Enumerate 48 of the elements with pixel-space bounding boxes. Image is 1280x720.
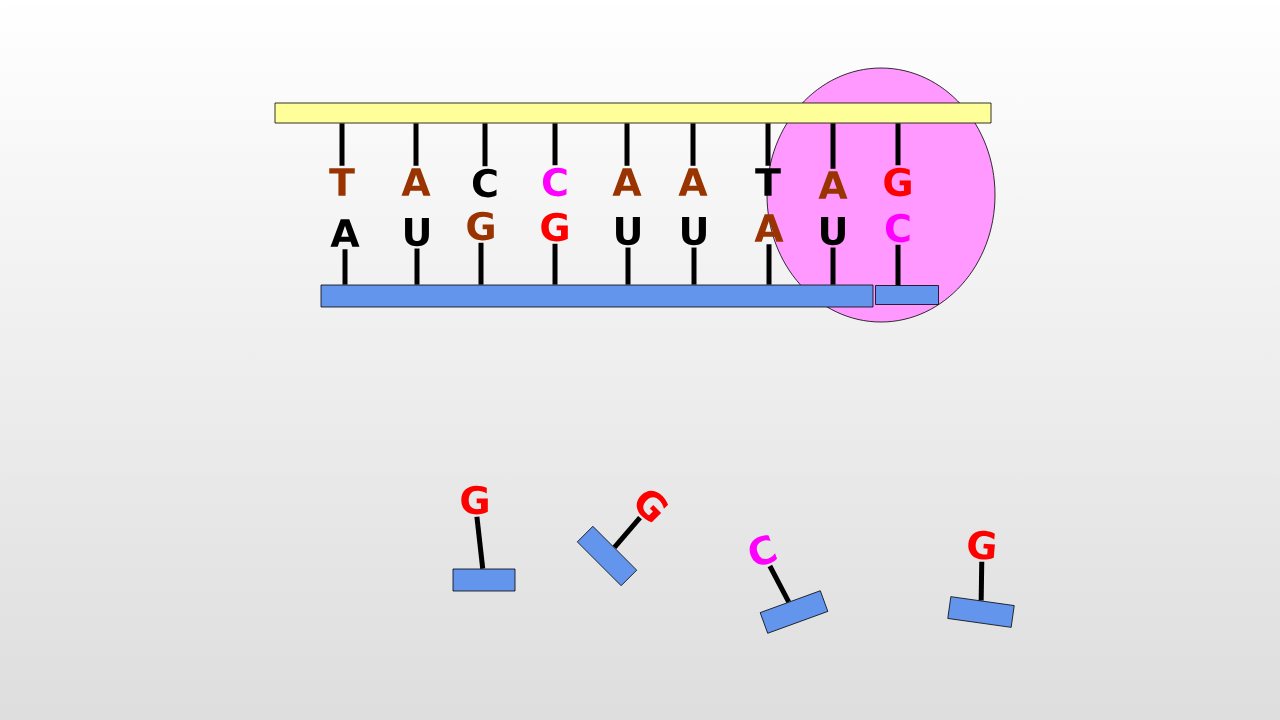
base-letter: C <box>472 168 497 198</box>
base-stick <box>342 249 348 285</box>
base-letter: A <box>401 168 431 196</box>
base-letter: G <box>461 485 488 515</box>
base-stick <box>830 123 836 169</box>
base-letter: T <box>329 168 355 196</box>
base-letter: G <box>884 167 911 197</box>
base-stick <box>895 123 901 166</box>
base-letter: U <box>682 216 706 246</box>
strand-bar <box>875 285 939 305</box>
strand-bar <box>759 590 829 634</box>
base-stick <box>691 247 697 285</box>
base-stick <box>339 123 345 166</box>
base-stick <box>478 242 484 285</box>
base-letter: A <box>612 168 642 196</box>
base-letter: G <box>541 212 568 242</box>
base-stick <box>552 123 558 166</box>
base-letter: G <box>636 490 669 523</box>
base-stick <box>625 247 631 285</box>
base-stick <box>767 564 791 603</box>
base-stick <box>482 123 488 167</box>
strand-bar <box>452 568 516 592</box>
strand-bar <box>274 102 992 124</box>
base-stick <box>474 516 486 569</box>
base-letter: A <box>330 219 360 247</box>
base-stick <box>624 123 630 166</box>
base-letter: A <box>818 171 848 199</box>
base-stick <box>552 243 558 285</box>
base-stick <box>414 248 420 285</box>
base-letter: U <box>616 216 640 246</box>
base-stick <box>830 247 836 285</box>
strand-bar <box>576 525 638 587</box>
base-stick <box>978 561 985 601</box>
base-letter: C <box>542 167 567 197</box>
base-stick <box>612 516 642 549</box>
base-stick <box>690 123 696 166</box>
base-stick <box>766 244 772 285</box>
base-letter: U <box>405 217 429 247</box>
base-letter: G <box>467 211 494 241</box>
base-stick <box>895 244 901 286</box>
base-letter: C <box>885 213 910 243</box>
base-letter: G <box>968 530 995 560</box>
strand-bar <box>947 596 1015 628</box>
base-stick <box>413 123 419 166</box>
base-letter: U <box>821 216 845 246</box>
base-letter: C <box>749 535 778 565</box>
base-letter: A <box>678 168 708 196</box>
base-letter: T <box>755 168 781 196</box>
